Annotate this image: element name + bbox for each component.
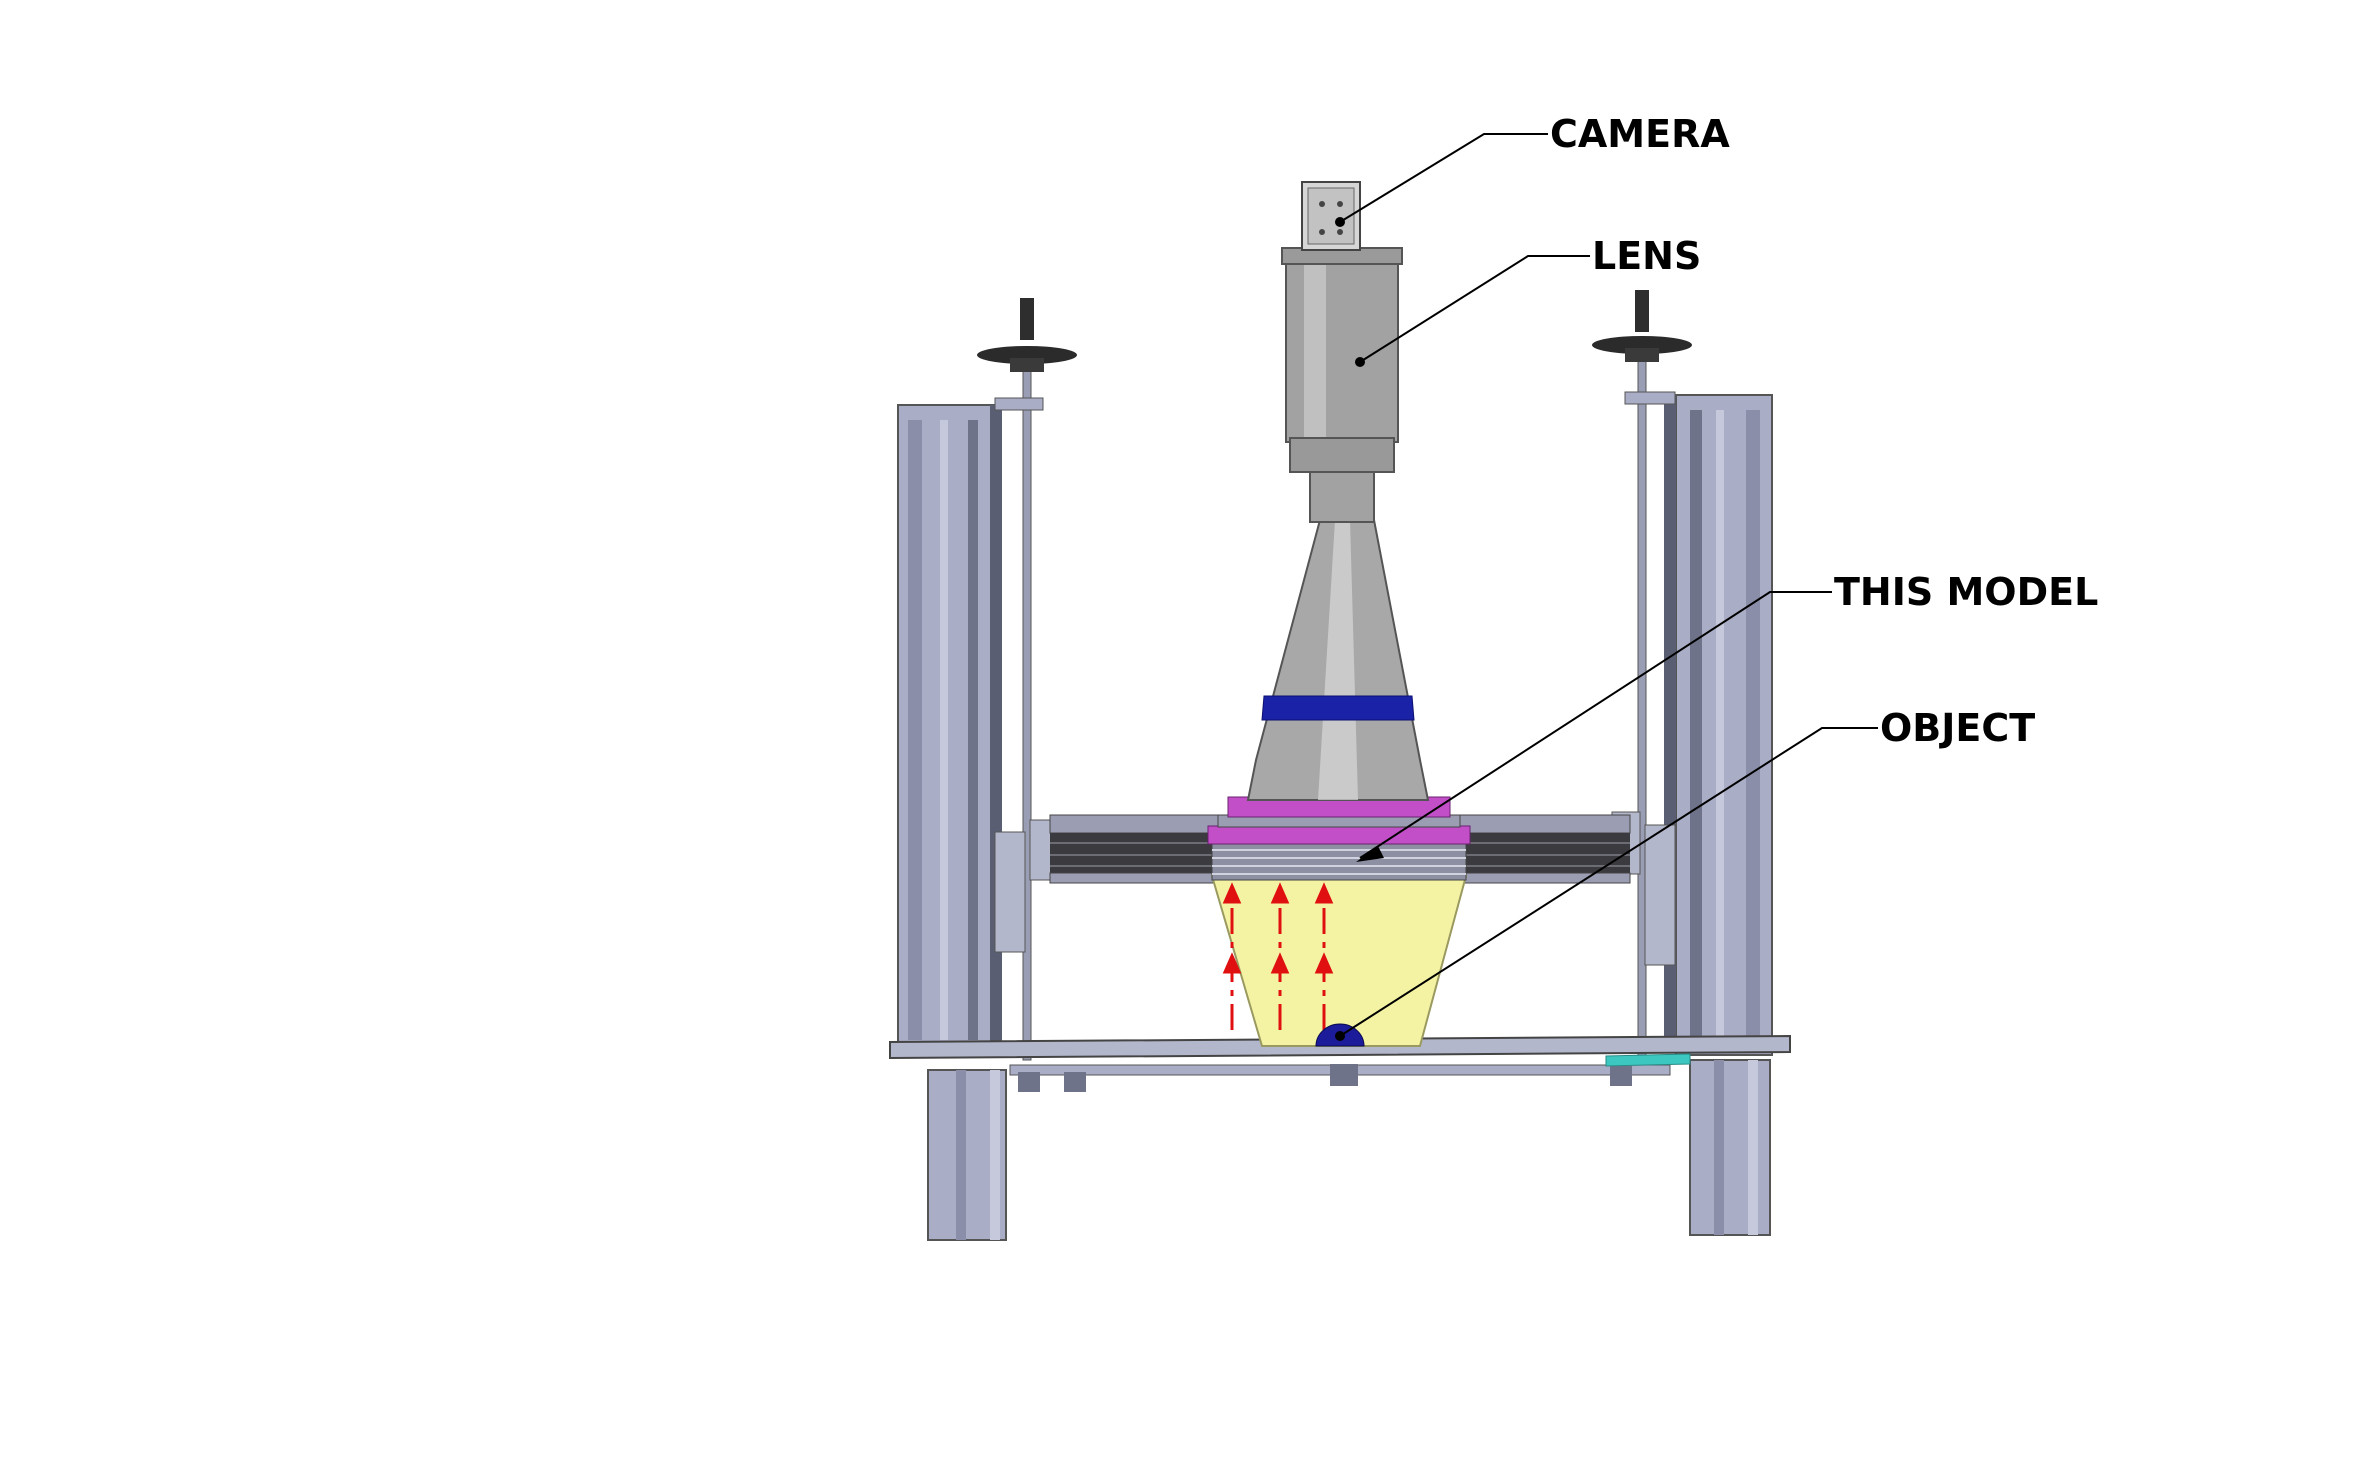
callout-leaders: [1339, 133, 1878, 1037]
object-label: OBJECT: [1880, 706, 2035, 750]
this-model-label: THIS MODEL: [1834, 570, 2098, 614]
lens-assembly: [1246, 247, 1430, 801]
left-handwheel: [977, 298, 1077, 372]
camera-leader: [1339, 133, 1548, 223]
camera-label: CAMERA: [1550, 112, 1730, 156]
callout-dots: [1335, 217, 1384, 1041]
object-leader: [1339, 727, 1878, 1037]
light-rays: [1222, 882, 1334, 1030]
camera-body: [1301, 181, 1361, 251]
right-handwheel: [1592, 290, 1692, 362]
lens-label: LENS: [1592, 234, 1701, 278]
lens-leader: [1359, 255, 1590, 363]
left-column: [897, 298, 1077, 1241]
model-stack: [1207, 796, 1471, 881]
right-column: [1592, 290, 1773, 1236]
light-cone: [1210, 875, 1468, 1047]
this-model-leader: [1359, 591, 1832, 859]
teal-bracket: [1605, 1053, 1691, 1067]
